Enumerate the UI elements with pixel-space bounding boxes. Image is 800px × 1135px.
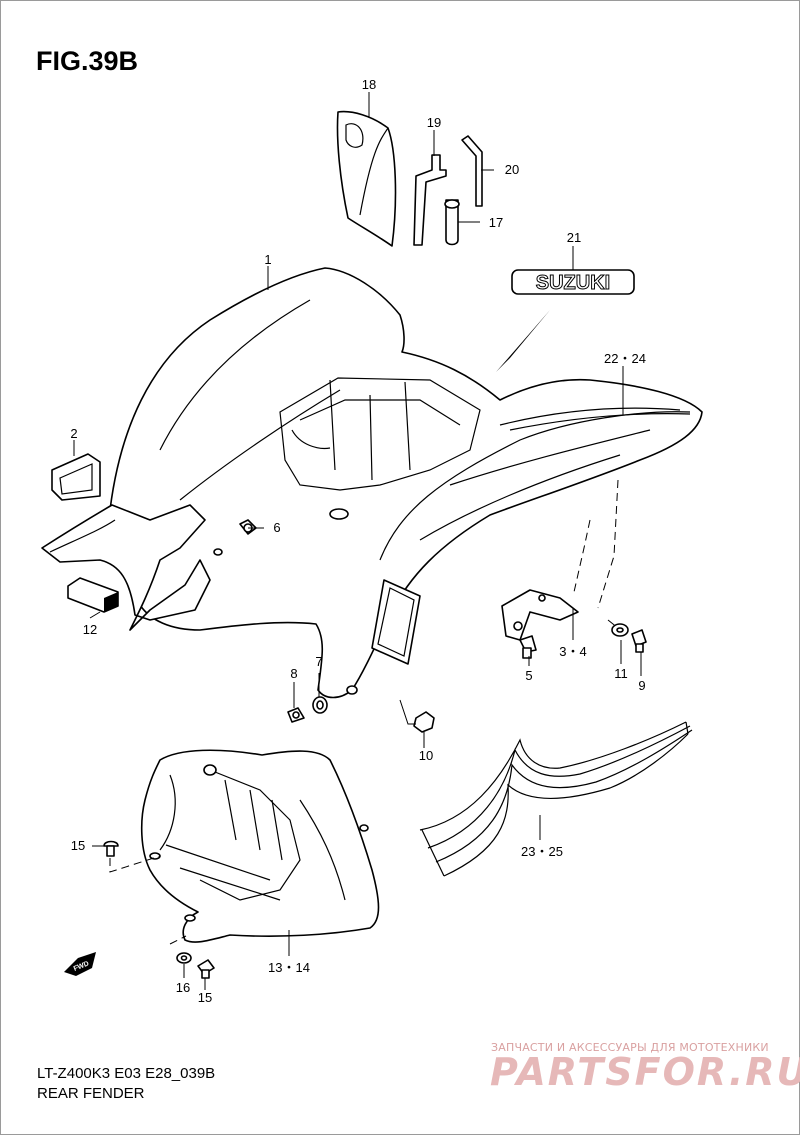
callout-12: 12 <box>83 622 97 637</box>
part-9-bolt[interactable] <box>631 629 647 653</box>
callout-2: 2 <box>70 426 77 441</box>
watermark-logo: PARTSFOR.RU <box>490 1050 800 1094</box>
callout-6: 6 <box>273 520 280 535</box>
part-17-pin[interactable] <box>444 199 460 246</box>
callout-15-b: 15 <box>198 990 212 1005</box>
callout-labels: 18 19 20 17 21 1 22・24 2 6 12 3・4 5 11 9… <box>70 77 646 1005</box>
part-8-bolt[interactable] <box>287 707 305 723</box>
callout-21: 21 <box>567 230 581 245</box>
callout-5: 5 <box>525 668 532 683</box>
suzuki-logo: SUZUKI <box>536 272 610 294</box>
part-15-screw-a[interactable] <box>103 840 119 857</box>
callout-17: 17 <box>489 215 503 230</box>
fwd-arrow-icon: FWD <box>64 952 96 976</box>
callout-3-4: 3・4 <box>559 644 586 659</box>
part-13-14-mudguard[interactable] <box>140 749 380 943</box>
part-19-bracket[interactable] <box>413 154 447 246</box>
callout-15-a: 15 <box>71 838 85 853</box>
part-20-rod[interactable] <box>461 135 483 207</box>
callout-7: 7 <box>315 654 322 669</box>
part-2-reflector[interactable] <box>51 453 101 501</box>
section-name: REAR FENDER <box>37 1085 145 1102</box>
part-18-cover[interactable] <box>336 110 397 247</box>
callout-11: 11 <box>614 666 628 681</box>
watermark-tagline: ЗАПЧАСТИ И АКСЕССУАРЫ ДЛЯ МОТОТЕХНИКИ <box>491 1041 769 1054</box>
figure-title: FIG.39B <box>36 46 139 76</box>
callout-8: 8 <box>290 666 297 681</box>
part-21-emblem: SUZUKI <box>511 269 635 295</box>
part-11-washer[interactable] <box>611 623 629 637</box>
part-1-rear-fender[interactable] <box>41 267 703 699</box>
callout-18: 18 <box>362 77 376 92</box>
part-15-screw-b[interactable] <box>197 959 215 979</box>
part-7-grommet[interactable] <box>312 696 328 714</box>
callout-19: 19 <box>427 115 441 130</box>
callout-13-14: 13・14 <box>268 960 310 975</box>
part-16-washer[interactable] <box>176 952 192 964</box>
callout-10: 10 <box>419 748 433 763</box>
part-10-nut[interactable] <box>413 711 435 733</box>
callout-20: 20 <box>505 162 519 177</box>
callout-16: 16 <box>176 980 190 995</box>
pointer-arrow-icon <box>496 310 550 372</box>
model-code: LT-Z400K3 E03 E28_039B <box>37 1065 216 1082</box>
callout-23-25: 23・25 <box>521 844 563 859</box>
part-23-25-decal[interactable] <box>419 721 693 877</box>
callout-1: 1 <box>264 252 271 267</box>
part-12-pad[interactable] <box>67 577 119 613</box>
leader-lines <box>73 92 642 990</box>
part-5-bolt[interactable] <box>519 635 537 659</box>
part-3-4-bracket[interactable] <box>501 589 579 641</box>
callout-9: 9 <box>638 678 645 693</box>
callout-22-24: 22・24 <box>604 351 646 366</box>
